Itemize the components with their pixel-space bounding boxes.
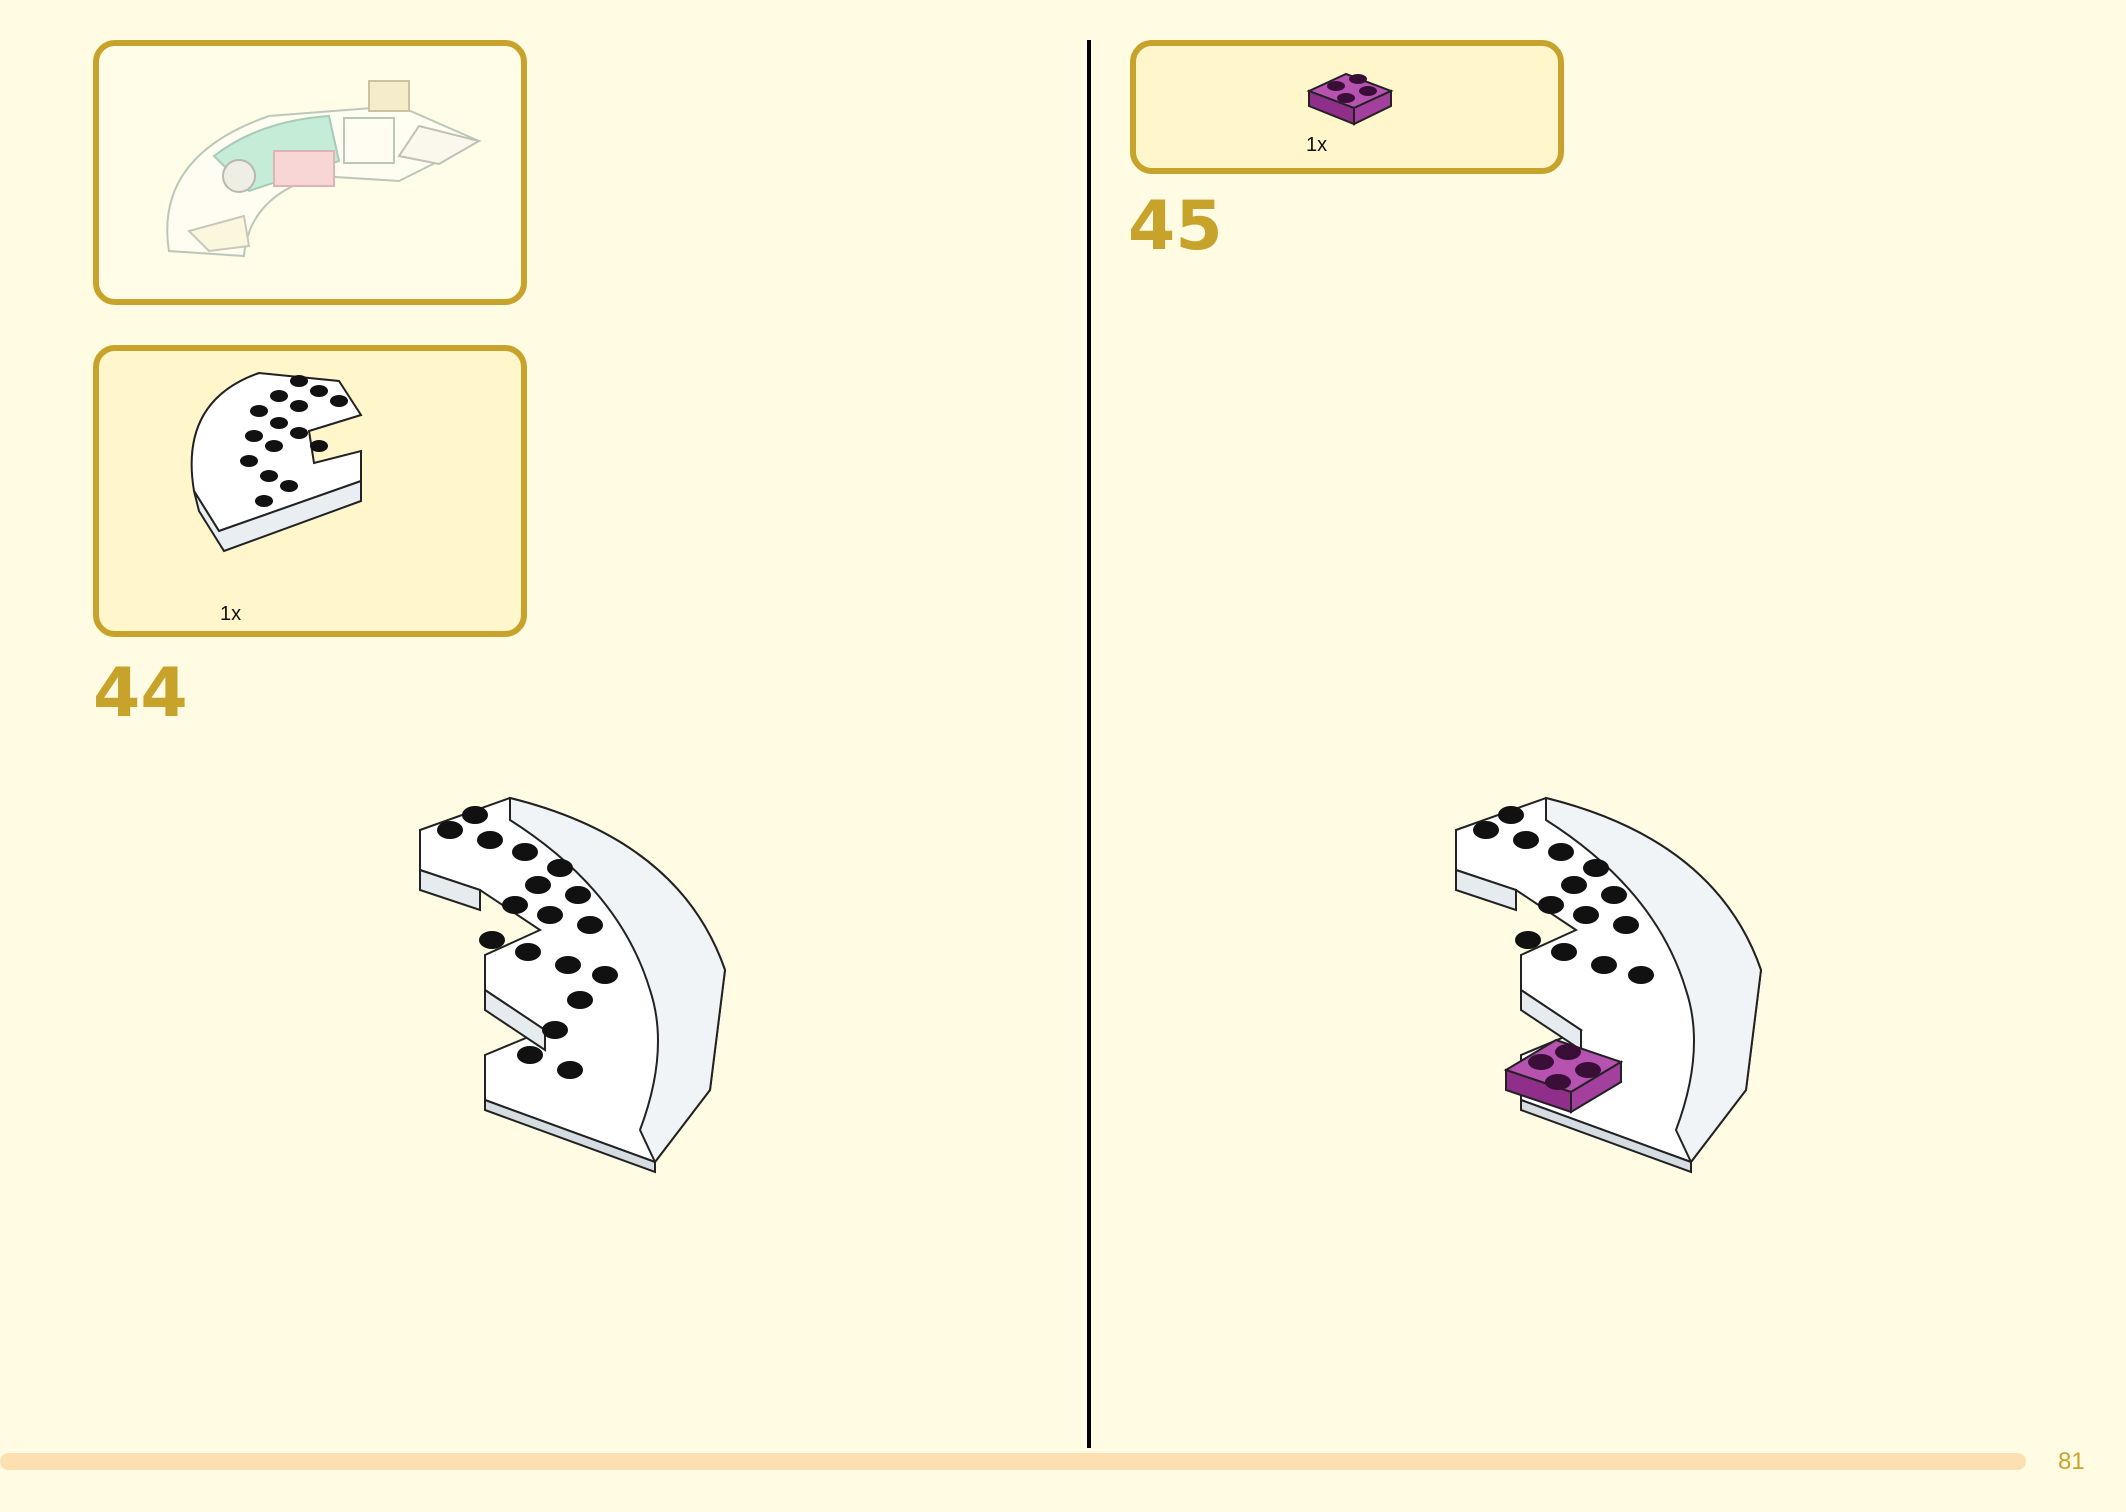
step-45-parts-box: 1x bbox=[1130, 40, 1564, 174]
curved-brick-part-icon bbox=[190, 371, 363, 553]
purple-plate-part-icon bbox=[1306, 72, 1394, 126]
part-quantity: 1x bbox=[220, 603, 242, 625]
purple-plate-highlight bbox=[1503, 1038, 1624, 1114]
submodel-reference-box bbox=[93, 40, 527, 305]
submodel-illustration bbox=[166, 80, 482, 258]
progress-bar bbox=[0, 1453, 2026, 1470]
step-44-assembly-illustration bbox=[419, 796, 727, 1174]
step-45-assembly-illustration bbox=[1455, 796, 1763, 1174]
page-number: 81 bbox=[2058, 1448, 2085, 1475]
page-divider bbox=[1087, 40, 1091, 1448]
step-number-44: 44 bbox=[93, 654, 188, 733]
part-quantity: 1x bbox=[1306, 134, 1328, 156]
step-number-45: 45 bbox=[1128, 187, 1223, 266]
step-44-parts-box: 1x bbox=[93, 345, 527, 637]
